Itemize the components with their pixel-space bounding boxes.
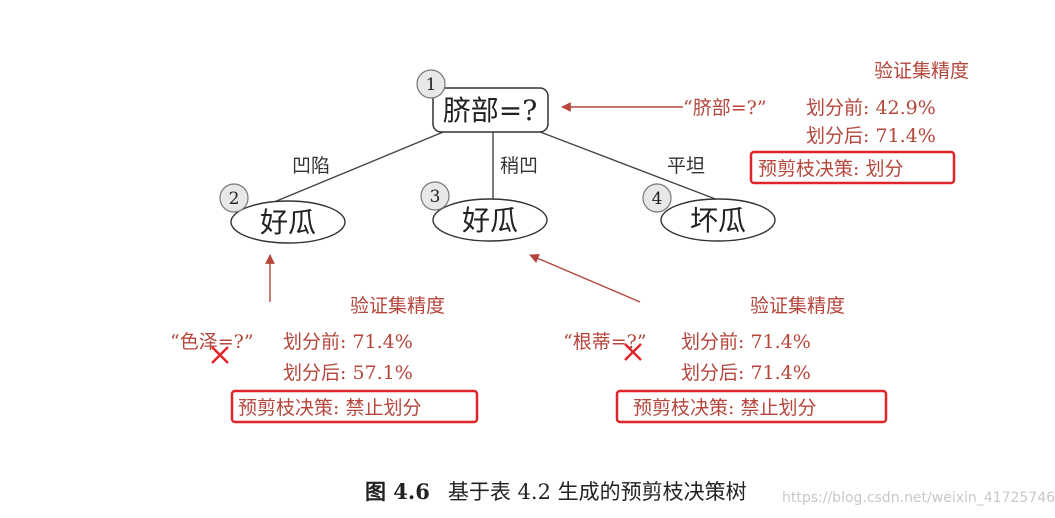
root-decision-box xyxy=(749,150,956,185)
tree-edges xyxy=(261,129,719,208)
left-decision-box xyxy=(230,389,479,424)
middle-annotation-before: 划分前: 71.4% xyxy=(681,331,811,353)
root-node-box xyxy=(432,87,549,133)
edge-root-to-node-4 xyxy=(534,129,719,201)
leaf-node-4-label: 坏瓜 xyxy=(690,204,746,237)
leaf-node-3-number-badge xyxy=(420,181,450,211)
middle-annotation-title: 验证集精度 xyxy=(750,295,845,317)
left-annotation: 验证集精度 “色泽=?” 划分前: 71.4% 划分后: 57.1% 预剪枝决策… xyxy=(170,295,479,424)
leaf-node-4-number-badge xyxy=(642,183,672,213)
figure-number: 图 4.6 xyxy=(365,479,430,504)
root-node-label: 脐部=? xyxy=(443,94,537,127)
watermark-url: https://blog.csdn.net/weixin_41725746 xyxy=(782,490,1055,506)
leaf-node-2-label: 好瓜 xyxy=(260,206,316,239)
left-annotation-title: 验证集精度 xyxy=(350,295,445,317)
edge-label-slightly-concave: 稍凹 xyxy=(500,155,538,177)
middle-annotation: 验证集精度 “根蒂=?” 划分前: 71.4% 划分后: 71.4% 预剪枝决策… xyxy=(563,295,888,424)
root-annotation-before: 划分前: 42.9% xyxy=(806,97,936,119)
root-annotation-after: 划分后: 71.4% xyxy=(806,125,936,147)
leaf-node-2-number: 2 xyxy=(229,189,240,209)
root-node-number-badge xyxy=(416,69,446,99)
leaf-node-3 xyxy=(432,198,548,242)
left-annotation-decision: 预剪枝决策: 禁止划分 xyxy=(238,397,421,419)
root-node-number: 1 xyxy=(426,75,437,95)
leaf-node-2-number-badge xyxy=(219,183,249,213)
leaf-node-3-label: 好瓜 xyxy=(462,204,518,237)
middle-decision-box xyxy=(615,389,888,424)
left-annotation-after: 划分后: 57.1% xyxy=(283,362,413,384)
root-annotation-attribute: “脐部=?” xyxy=(683,97,767,119)
middle-annotation-attribute: “根蒂=?” xyxy=(563,331,647,353)
left-annotation-before: 划分前: 71.4% xyxy=(283,331,413,353)
middle-annotation-after: 划分后: 71.4% xyxy=(681,362,811,384)
root-annotation: 验证集精度 “脐部=?” 划分前: 42.9% 划分后: 71.4% 预剪枝决策… xyxy=(683,60,969,185)
figure-caption: 图 4.6 基于表 4.2 生成的预剪枝决策树 xyxy=(365,476,747,506)
edge-label-flat: 平坦 xyxy=(667,155,705,177)
left-cross-icon xyxy=(211,346,229,364)
figure-caption-text: 基于表 4.2 生成的预剪枝决策树 xyxy=(447,480,747,504)
left-annotation-attribute: “色泽=?” xyxy=(170,331,254,353)
edge-label-concave: 凹陷 xyxy=(292,155,330,177)
leaf-node-2 xyxy=(230,200,346,244)
leaf-node-3-number: 3 xyxy=(430,187,441,207)
edge-root-to-node-2 xyxy=(261,129,449,208)
root-annotation-decision: 预剪枝决策: 划分 xyxy=(758,158,903,180)
middle-annotation-arrow xyxy=(529,253,641,303)
leaf-node-4 xyxy=(660,198,776,242)
middle-cross-icon xyxy=(624,343,642,361)
root-annotation-title: 验证集精度 xyxy=(874,60,969,82)
middle-annotation-decision: 预剪枝决策: 禁止划分 xyxy=(633,397,816,419)
leaf-node-4-number: 4 xyxy=(652,189,663,209)
